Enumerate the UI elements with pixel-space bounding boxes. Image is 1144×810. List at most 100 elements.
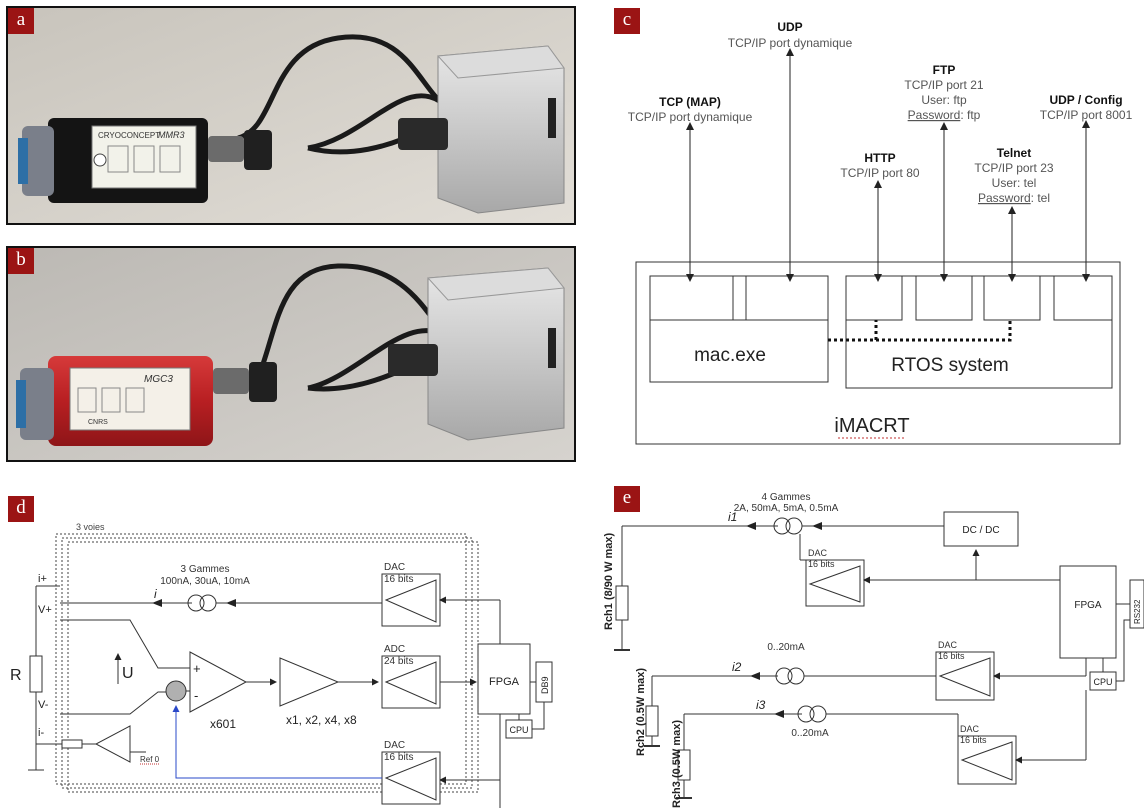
db9-label: DB9 [540, 676, 550, 694]
mmr3-brand: CRYOCONCEPT [98, 131, 160, 140]
gammes-title: 3 Gammes [181, 564, 230, 575]
telnet-password: Password: tel [978, 191, 1050, 205]
fpga-label: FPGA [489, 676, 520, 688]
dc-dc-block [943, 511, 1019, 547]
opamp-minus: - [194, 688, 198, 703]
udpconfig-name: UDP / Config [1049, 93, 1122, 107]
imacrt-network-diagram: iMACRT mac.exe RTOS system TCP (MAP) TCP… [628, 20, 1133, 445]
udp-name: UDP [777, 20, 802, 34]
v-plus-label: V+ [38, 604, 52, 616]
e-fpga-block [1059, 565, 1117, 659]
protocol-ftp: FTP TCP/IP port 21 User: ftp Password: f… [904, 63, 983, 122]
panel-label-c: c [614, 8, 640, 34]
i2-label: i2 [732, 660, 742, 674]
pga-amplifier [279, 657, 340, 707]
protocol-telnet: Telnet TCP/IP port 23 User: tel Password… [974, 146, 1053, 205]
fpga-block [477, 643, 531, 715]
rtos-label: RTOS system [891, 355, 1009, 376]
mgc3-model: MGC3 [144, 374, 173, 385]
imacrt-title: iMACRT [834, 415, 909, 437]
tcp-port: TCP/IP port dynamique [628, 110, 753, 124]
gain-pga-label: x1, x2, x4, x8 [286, 713, 357, 727]
opamp-plus: + [193, 661, 201, 676]
mmr3-model: MMR3 [158, 130, 185, 140]
e-gammes-values: 2A, 50mA, 5mA, 0.5mA [734, 503, 839, 514]
protocol-udp: UDP TCP/IP port dynamique [728, 20, 853, 50]
udp-port: TCP/IP port dynamique [728, 36, 853, 50]
i1-label: i1 [728, 510, 737, 524]
e-dac-3-label: DAC [960, 724, 980, 734]
ftp-port: TCP/IP port 21 [904, 78, 983, 92]
telnet-name: Telnet [997, 146, 1031, 160]
dac-bottom-label: DAC [384, 740, 405, 751]
i3-label: i3 [756, 698, 766, 712]
protocol-udp-config: UDP / Config TCP/IP port 8001 [1040, 93, 1133, 122]
mac-exe-label: mac.exe [694, 345, 766, 366]
mgc3-schematic: 4 Gammes 2A, 50mA, 5mA, 0.5mA i1 DC / DC… [603, 492, 1144, 808]
resistor-r [29, 655, 43, 693]
r-label: R [10, 667, 22, 684]
range3-label: 0..20mA [791, 728, 829, 739]
e-dac-2-bits: 16 bits [938, 651, 965, 661]
adc-label: ADC [384, 644, 405, 655]
ftp-name: FTP [933, 63, 956, 77]
dac-top-bits: 16 bits [384, 574, 413, 585]
adc-bits: 24 bits [384, 656, 413, 667]
ftp-user: User: ftp [921, 93, 967, 107]
udpconfig-port: TCP/IP port 8001 [1040, 108, 1133, 122]
tcp-name: TCP (MAP) [659, 95, 721, 109]
rtos-block [845, 275, 1113, 389]
panel-label-a: a [8, 8, 34, 34]
e-gammes-title: 4 Gammes [762, 492, 811, 503]
summing-node [165, 680, 187, 702]
rch3-label: Rch3 (0.5W max) [671, 720, 683, 808]
dac-top-label: DAC [384, 562, 405, 573]
photo-mgc3-illustration: MGC3 CNRS [8, 248, 574, 460]
i-plus-label: i+ [38, 573, 47, 585]
rs232-label: RS232 [1133, 599, 1142, 624]
dc-dc-label: DC / DC [962, 525, 999, 536]
panel-label-d: d [8, 496, 34, 522]
mac-exe-block [649, 275, 829, 383]
telnet-password-value: : tel [1031, 191, 1050, 205]
telnet-user: User: tel [992, 176, 1037, 190]
panel-label-b: b [8, 248, 34, 274]
ref-label: Ref 0 [140, 755, 160, 764]
rch1-resistor [615, 585, 629, 621]
dac-bottom-bits: 16 bits [384, 752, 413, 763]
mmr3-schematic: 3 voies R i+ V+ V- i- i 3 Gammes 100nA, … [10, 522, 553, 808]
http-port: TCP/IP port 80 [840, 166, 919, 180]
http-name: HTTP [864, 151, 895, 165]
photo-mgc3: MGC3 CNRS [6, 246, 576, 462]
e-dac-1-label: DAC [808, 548, 828, 558]
e-fpga-label: FPGA [1074, 600, 1102, 611]
telnet-port: TCP/IP port 23 [974, 161, 1053, 175]
voies-label: 3 voies [76, 522, 105, 532]
ftp-password-value: : ftp [960, 108, 980, 122]
i-minus-label: i- [38, 727, 44, 739]
rch1-label: Rch1 (8/90 W max) [603, 532, 615, 630]
range2-label: 0..20mA [767, 642, 805, 653]
protocol-tcp: TCP (MAP) TCP/IP port dynamique [628, 95, 753, 124]
rch2-label: Rch2 (0.5W max) [635, 668, 647, 756]
e-dac-1-bits: 16 bits [808, 559, 835, 569]
ref-buffer [94, 725, 131, 763]
e-dac-3-bits: 16 bits [960, 735, 987, 745]
telnet-password-key: Password [978, 191, 1031, 205]
e-cpu-label: CPU [1093, 677, 1112, 687]
ftp-password: Password: ftp [908, 108, 981, 122]
u-label: U [122, 665, 134, 682]
rch2-resistor [645, 705, 659, 737]
photo-mmr3-illustration: CRYOCONCEPT MMR3 [8, 8, 574, 223]
dotted-link [828, 320, 1012, 342]
opamp-x601 [189, 651, 248, 713]
panel-label-e: e [614, 486, 640, 512]
gain-x601-label: x601 [210, 717, 236, 731]
protocol-http: HTTP TCP/IP port 80 [840, 151, 919, 180]
cpu-label: CPU [509, 725, 528, 735]
mgc3-brand: CNRS [88, 419, 108, 426]
ftp-password-key: Password [908, 108, 961, 122]
current-i-label: i [154, 587, 157, 601]
gammes-values: 100nA, 30uA, 10mA [160, 576, 250, 587]
photo-mmr3: CRYOCONCEPT MMR3 [6, 6, 576, 225]
